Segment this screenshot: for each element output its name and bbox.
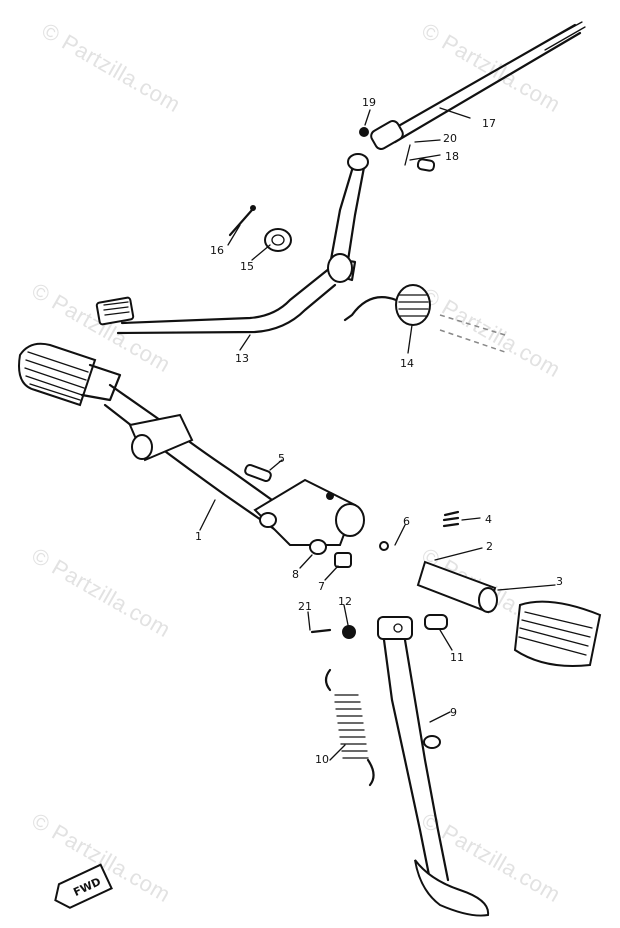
watermark: © Partzilla.com — [418, 283, 565, 383]
ghost-shaft — [439, 314, 506, 353]
callout-2: 2 — [486, 540, 493, 553]
callout-1: 1 — [195, 530, 202, 543]
shift-pedal — [95, 153, 369, 335]
callout-13: 13 — [235, 352, 249, 365]
callout-16: 16 — [210, 244, 224, 257]
callout-9: 9 — [450, 706, 457, 719]
callout-10: 10 — [315, 753, 329, 766]
callout-19: 19 — [362, 96, 376, 109]
left-footrest-rubber — [18, 342, 122, 407]
callout-12: 12 — [338, 595, 352, 608]
forward-direction-badge: FWD — [54, 863, 113, 909]
stand-spring — [324, 668, 375, 787]
callout-18: 18 — [445, 150, 459, 163]
callout-11: 11 — [450, 651, 464, 664]
bolt-5 — [244, 463, 272, 483]
leader-lines — [199, 107, 556, 761]
callout-7: 7 — [318, 580, 325, 593]
callout-14: 14 — [400, 357, 414, 370]
callout-8: 8 — [292, 568, 299, 581]
callout-4: 4 — [485, 513, 492, 526]
watermark: © Partzilla.com — [28, 543, 175, 643]
footrest-bar — [103, 383, 365, 546]
callout-17: 17 — [482, 117, 496, 130]
shift-rod — [370, 21, 586, 150]
right-footrest — [416, 510, 602, 667]
pedal-washer-bolt — [228, 205, 292, 252]
callout-6: 6 — [403, 515, 410, 528]
callout-3: 3 — [556, 575, 563, 588]
callout-20: 20 — [443, 132, 457, 145]
stand-fasteners — [310, 614, 448, 639]
watermark: © Partzilla.com — [38, 18, 185, 118]
return-spring — [343, 284, 431, 326]
rod-fasteners — [359, 127, 436, 172]
pivot-fasteners — [309, 539, 389, 568]
callout-5: 5 — [278, 452, 285, 465]
callout-labels: 1 2 3 4 5 6 7 8 9 10 11 12 13 14 15 16 1… — [195, 96, 563, 766]
callout-15: 15 — [240, 260, 254, 273]
callout-21: 21 — [298, 600, 312, 613]
watermark-layer: © Partzilla.com © Partzilla.com © Partzi… — [28, 18, 565, 908]
side-stand — [377, 616, 490, 917]
